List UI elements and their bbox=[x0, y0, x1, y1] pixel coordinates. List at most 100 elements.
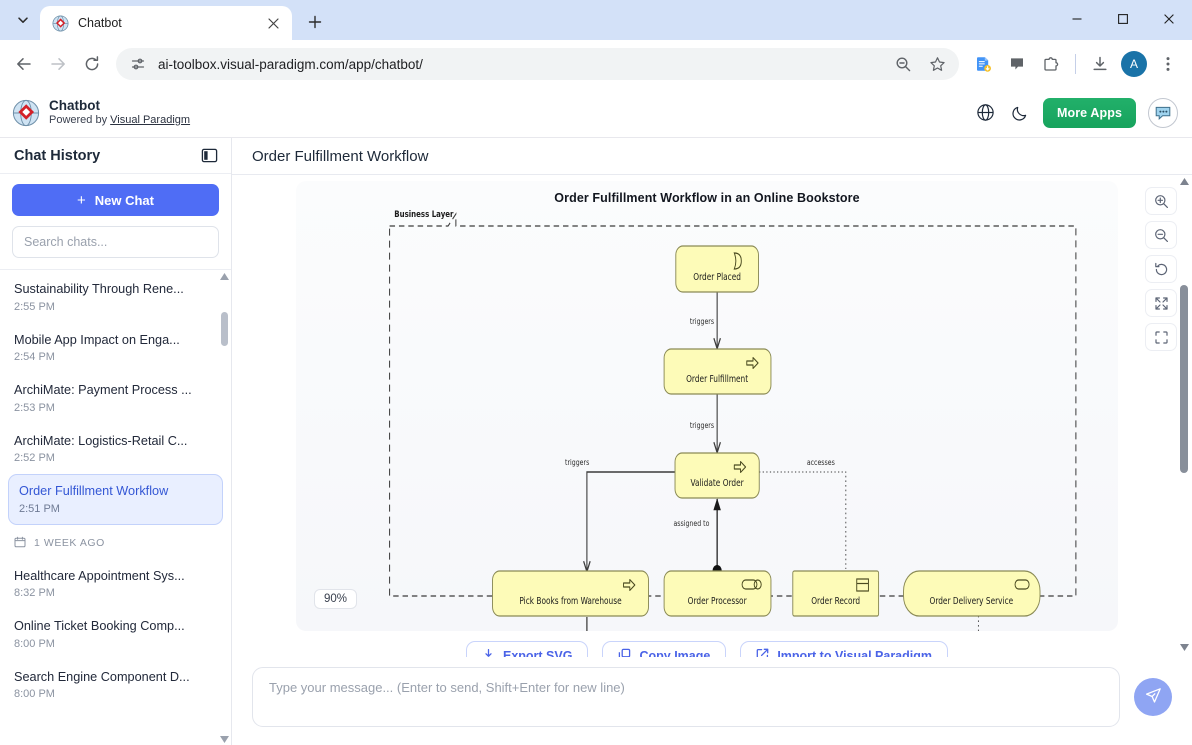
tab-search-chevron-icon[interactable] bbox=[6, 5, 40, 35]
back-icon[interactable] bbox=[8, 48, 40, 80]
chat-name: ArchiMate: Logistics-Retail C... bbox=[14, 433, 188, 448]
chat-time: 8:32 PM bbox=[14, 587, 55, 599]
layer-label: Business Layer bbox=[394, 209, 453, 219]
chrome-menu-icon[interactable] bbox=[1152, 48, 1184, 80]
export-svg-label: Export SVG bbox=[503, 649, 573, 657]
import-to-visual-paradigm-button[interactable]: Import to Visual Paradigm bbox=[740, 641, 948, 657]
download-icon bbox=[482, 648, 495, 657]
list-item[interactable]: ArchiMate: Logistics-Retail C... 2:52 PM bbox=[0, 424, 231, 475]
copy-icon bbox=[618, 648, 631, 657]
scroll-down-arrow-icon[interactable] bbox=[220, 735, 229, 745]
downloads-icon[interactable] bbox=[1084, 48, 1116, 80]
business-layer-group: Business Layer bbox=[389, 209, 1077, 597]
zoom-in-icon[interactable] bbox=[1145, 187, 1177, 215]
new-chat-label: New Chat bbox=[94, 192, 154, 208]
chat-name: Sustainability Through Rene... bbox=[14, 282, 184, 296]
reload-icon[interactable] bbox=[76, 48, 108, 80]
message-composer bbox=[232, 657, 1192, 745]
list-item[interactable]: Mobile App Impact on Enga... 2:54 PM bbox=[0, 323, 231, 374]
chat-name: Order Fulfillment Workflow bbox=[19, 484, 169, 498]
sidebar-scrollbar[interactable] bbox=[220, 273, 229, 743]
diagram-toolbar bbox=[1130, 187, 1192, 351]
maximize-icon[interactable] bbox=[1100, 0, 1146, 38]
tab-title: Chatbot bbox=[78, 16, 122, 30]
language-globe-icon[interactable] bbox=[975, 102, 997, 124]
message-input[interactable] bbox=[252, 667, 1120, 727]
page-title: Order Fulfillment Workflow bbox=[252, 147, 429, 165]
copy-image-button[interactable]: Copy Image bbox=[602, 641, 727, 657]
diagram-node-order-record: Order Record bbox=[792, 570, 880, 617]
chat-scroll-area[interactable]: Order Fulfillment Workflow in an Online … bbox=[232, 175, 1192, 657]
search-input[interactable] bbox=[12, 226, 219, 258]
list-item[interactable]: ArchiMate: Payment Process ... 2:53 PM bbox=[0, 373, 231, 424]
dark-mode-moon-icon[interactable] bbox=[1009, 102, 1031, 124]
minimize-icon[interactable] bbox=[1054, 0, 1100, 38]
group-label: 1 WEEK AGO bbox=[34, 537, 105, 549]
extensions-puzzle-icon[interactable] bbox=[1035, 48, 1067, 80]
list-item[interactable]: Search Engine Component D... 8:00 PM bbox=[0, 660, 231, 711]
export-svg-button[interactable]: Export SVG bbox=[466, 641, 589, 657]
sidebar-scroll-thumb[interactable] bbox=[221, 312, 228, 346]
scroll-up-arrow-icon[interactable] bbox=[1180, 177, 1189, 187]
scroll-up-arrow-icon[interactable] bbox=[220, 272, 229, 282]
window-close-icon[interactable] bbox=[1146, 0, 1192, 38]
sidebar-header: Chat History bbox=[0, 138, 231, 174]
conversation-header: Order Fulfillment Workflow bbox=[232, 138, 1192, 175]
bookmark-star-icon[interactable] bbox=[921, 48, 953, 80]
copy-image-label: Copy Image bbox=[639, 649, 711, 657]
fullscreen-icon[interactable] bbox=[1145, 323, 1177, 351]
diagram-node-order-delivery-service: Order Delivery Service bbox=[903, 570, 1041, 617]
chat-group-header: 1 WEEK AGO bbox=[0, 525, 231, 559]
list-item-active[interactable]: Order Fulfillment Workflow 2:51 PM bbox=[8, 474, 223, 525]
app-header: Chatbot Powered by Visual Paradigm More … bbox=[0, 88, 1192, 138]
extension-page-icon[interactable] bbox=[967, 48, 999, 80]
diagram-actions: Export SVG Copy Image Impo bbox=[296, 641, 1118, 657]
browser-tabstrip: Chatbot bbox=[0, 0, 1192, 40]
list-item[interactable]: Healthcare Appointment Sys... 8:32 PM bbox=[0, 559, 231, 610]
visual-paradigm-link[interactable]: Visual Paradigm bbox=[110, 113, 191, 126]
site-settings-icon[interactable] bbox=[128, 54, 148, 74]
zoom-out-search-icon[interactable] bbox=[887, 48, 919, 80]
address-bar[interactable]: ai-toolbox.visual-paradigm.com/app/chatb… bbox=[116, 48, 959, 80]
sidebar-title: Chat History bbox=[14, 147, 101, 164]
external-link-icon bbox=[756, 648, 769, 657]
diagram-node-order-fulfillment: Order Fulfillment bbox=[663, 348, 772, 395]
chat-time: 2:55 PM bbox=[14, 300, 55, 313]
collapse-sidebar-icon[interactable] bbox=[199, 146, 219, 166]
zoom-level-badge[interactable]: 90% bbox=[314, 589, 358, 609]
edge-label-assigned-to: assigned to bbox=[673, 518, 709, 528]
chat-time: 2:54 PM bbox=[14, 351, 55, 363]
chat-list[interactable]: Sustainability Through Rene... 2:55 PM M… bbox=[0, 270, 231, 745]
comment-bubble-icon[interactable] bbox=[1001, 48, 1033, 80]
list-item[interactable]: Online Ticket Booking Comp... 8:00 PM bbox=[0, 609, 231, 660]
reset-zoom-icon[interactable] bbox=[1145, 255, 1177, 283]
chatbot-avatar[interactable] bbox=[1148, 97, 1178, 128]
send-icon bbox=[1145, 687, 1162, 707]
list-item[interactable]: Sustainability Through Rene... 2:55 PM bbox=[0, 272, 231, 323]
main-scroll-thumb[interactable] bbox=[1180, 285, 1188, 473]
toolbar-divider bbox=[1075, 54, 1076, 74]
browser-tab[interactable]: Chatbot bbox=[40, 6, 292, 40]
chat-name: Search Engine Component D... bbox=[14, 669, 190, 684]
chat-time: 2:53 PM bbox=[14, 401, 55, 414]
close-icon[interactable] bbox=[262, 12, 284, 34]
new-tab-button[interactable] bbox=[300, 7, 330, 37]
main-panel: Order Fulfillment Workflow Order Fulfill… bbox=[232, 138, 1192, 745]
profile-avatar[interactable]: A bbox=[1121, 51, 1147, 77]
main-scrollbar[interactable] bbox=[1178, 175, 1190, 657]
scroll-down-arrow-icon[interactable] bbox=[1180, 643, 1189, 653]
chat-name: Healthcare Appointment Sys... bbox=[14, 568, 185, 583]
new-chat-button[interactable]: + New Chat bbox=[12, 184, 219, 216]
forward-icon[interactable] bbox=[42, 48, 74, 80]
diagram-node-order-processor: Order Processor bbox=[663, 570, 772, 617]
edge-label-triggers-2: triggers bbox=[690, 420, 714, 430]
send-button[interactable] bbox=[1134, 678, 1172, 716]
diagram-node-order-placed: Order Placed bbox=[675, 245, 759, 293]
archimate-diagram-svg: Business Layer triggers triggers trig bbox=[389, 209, 1077, 631]
app-brand[interactable]: Chatbot Powered by Visual Paradigm bbox=[12, 98, 190, 126]
archimate-diagram-card[interactable]: Order Fulfillment Workflow in an Online … bbox=[296, 181, 1118, 631]
zoom-out-icon[interactable] bbox=[1145, 221, 1177, 249]
more-apps-button[interactable]: More Apps bbox=[1042, 97, 1136, 128]
fit-screen-icon[interactable] bbox=[1145, 289, 1177, 317]
